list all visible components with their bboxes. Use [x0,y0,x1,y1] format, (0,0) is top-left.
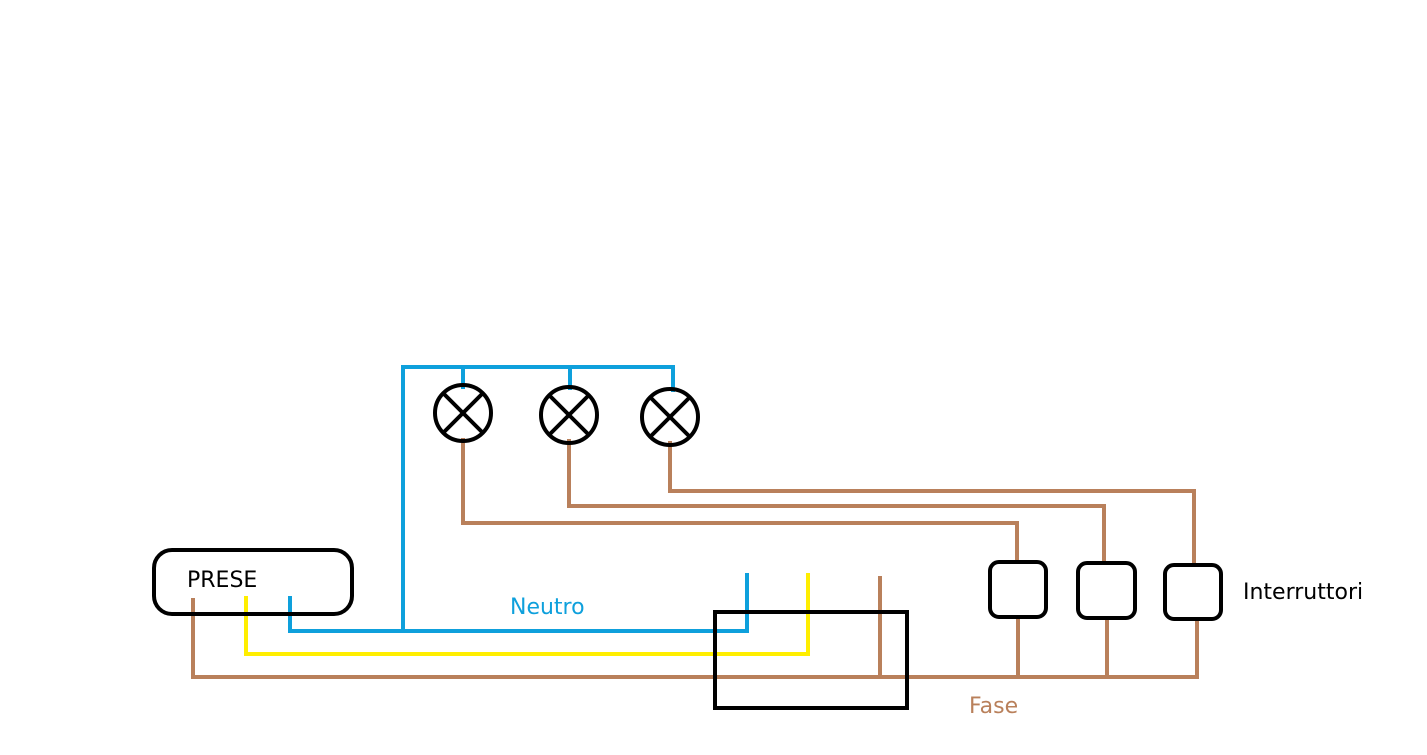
fase-label: Fase [969,694,1018,719]
lamp-3 [640,387,700,447]
interruttori-label: Interruttori [1243,580,1363,605]
lamp-1 [433,383,493,443]
phase-wire-lamp-1 [461,438,1019,564]
lamp-x-icon [539,385,599,445]
lamp-2 [539,385,599,445]
prese-box [152,548,354,616]
phase-wire-lamp-3 [668,441,1196,567]
junction-box [713,610,909,710]
earth-wire-main [244,573,810,656]
switch-3 [1163,563,1223,621]
lamp-cross-b [648,395,692,439]
prese-label: PRESE [187,568,257,593]
neutro-label: Neutro [510,595,585,620]
phase-wires [191,438,1199,679]
earth-wires [244,573,810,656]
lamp-cross-b [441,391,485,435]
phase-wire-lamp-2 [567,439,1106,565]
lamp-cross-b [547,393,591,437]
switch-2 [1076,561,1137,620]
lamp-x-icon [433,383,493,443]
lamp-x-icon [640,387,700,447]
neutral-wire-bus [401,365,675,633]
switch-1 [988,560,1048,619]
